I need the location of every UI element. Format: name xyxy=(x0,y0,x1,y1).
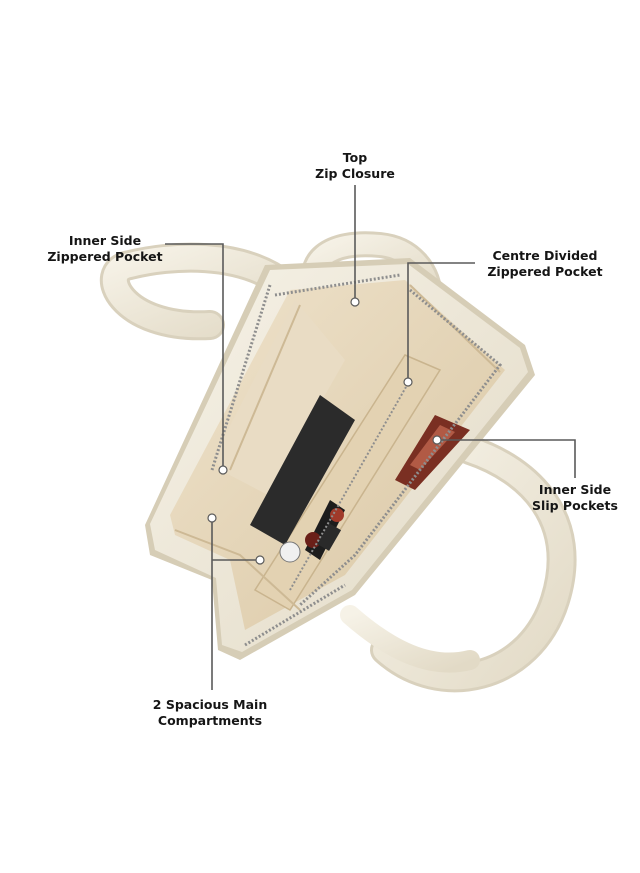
callout-line-2: Zippered Pocket xyxy=(487,264,603,279)
callout-line-1: Centre Divided xyxy=(492,248,598,263)
bag-interior xyxy=(170,280,505,630)
callout-dots xyxy=(207,297,442,565)
callout-inner-side-zippered-pocket: Inner Side Zippered Pocket xyxy=(40,233,170,265)
bag-handle-bottom xyxy=(340,435,577,693)
callout-line-1: Top xyxy=(342,150,368,165)
callout-line-2: Zippered Pocket xyxy=(47,249,163,264)
callout-line-2: Compartments xyxy=(157,713,263,728)
callout-line-1: Inner Side xyxy=(538,482,612,497)
zipper-top xyxy=(210,273,503,647)
callout-main-compartments: 2 Spacious Main Compartments xyxy=(130,697,290,729)
callout-inner-side-slip-pockets: Inner Side Slip Pockets xyxy=(520,482,630,514)
callout-line-1: Inner Side xyxy=(68,233,142,248)
callout-line-2: Zip Closure xyxy=(315,166,395,181)
callout-line-1: 2 Spacious Main xyxy=(152,697,268,712)
callout-centre-divided-zippered-pocket: Centre Divided Zippered Pocket xyxy=(470,248,620,280)
callout-top-zip-closure: Top Zip Closure xyxy=(300,150,410,182)
callout-lines xyxy=(165,185,576,690)
callout-line-2: Slip Pockets xyxy=(532,498,618,513)
